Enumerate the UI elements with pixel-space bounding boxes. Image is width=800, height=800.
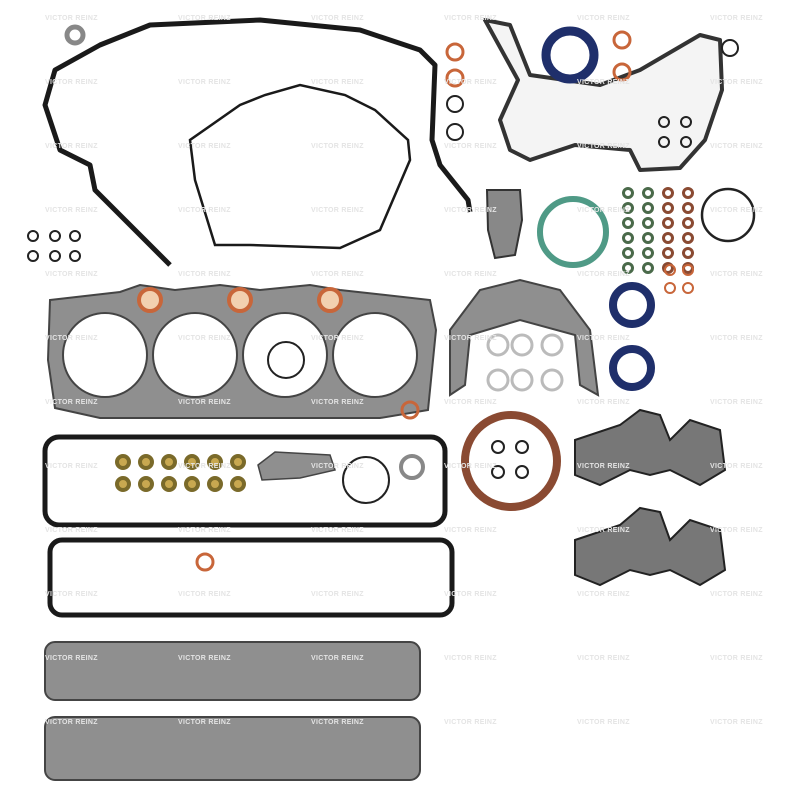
cylinder-bore [242,312,328,398]
seal-ring [486,333,510,357]
valve-stem-seal [138,476,154,492]
timing-cover-seal-strip [42,17,473,267]
oil-passage-ring [137,287,163,313]
o-ring [446,95,464,113]
copper-washer-small [664,282,676,294]
cylinder-bore [332,312,418,398]
copper-washer [195,552,215,572]
o-ring-small [680,136,692,148]
o-ring [721,39,739,57]
valve-stem-seal [682,232,694,244]
valve-stem-seal [115,454,131,470]
valve-stem-seal [622,262,634,274]
copper-washer-small [664,264,676,276]
copper-washer-small [682,282,694,294]
timing-cover-inner-wire [188,83,412,250]
oil-passage-ring [227,287,253,313]
egr-gasket [485,189,524,260]
seal-ring [540,333,564,357]
copper-washer [445,68,465,88]
head-gasket [46,283,438,419]
oil-pump-gasket [449,278,600,397]
valve-stem-seal [682,202,694,214]
valve-stem-seal [682,187,694,199]
valve-stem-seal [642,262,654,274]
valve-stem-seal [662,187,674,199]
rear-main-seal [461,411,561,511]
valve-stem-seal [662,217,674,229]
valve-stem-seal [161,476,177,492]
valve-cover-gasket-2 [47,537,455,618]
copper-washer [612,30,632,50]
valve-stem-seal [230,454,246,470]
valve-stem-seal [642,187,654,199]
valve-stem-seal [622,217,634,229]
o-ring-small [658,136,670,148]
valve-stem-seal [622,232,634,244]
copper-washer [445,42,465,62]
valve-stem-seal [662,202,674,214]
o-ring-small [27,230,39,242]
camshaft-seal-1 [609,282,655,328]
valve-stem-seal [642,247,654,259]
seal-ring [510,368,534,392]
o-ring-small [69,230,81,242]
valve-stem-seal [161,454,177,470]
o-ring-small [69,250,81,262]
valve-stem-seal [207,476,223,492]
cylinder-bore [62,312,148,398]
intake-manifold-gasket-1 [44,641,421,701]
o-ring-small [680,116,692,128]
valve-stem-seal [622,202,634,214]
exhaust-manifold-gasket-1 [574,408,727,487]
small-ring-top-left [64,24,86,46]
valve-stem-seal [682,247,694,259]
seal-ring [486,368,510,392]
o-ring [446,123,464,141]
seal-ring [540,368,564,392]
front-oil-seal [541,26,599,84]
o-ring-small [491,465,505,479]
o-ring-small [49,230,61,242]
green-ring-gasket [537,196,609,268]
o-ring-small [27,250,39,262]
valve-stem-seal [230,476,246,492]
o-ring-small [515,440,529,454]
o-ring-small [515,465,529,479]
large-o-ring [700,187,756,243]
camshaft-seal-2 [609,345,655,391]
valve-stem-seal [138,454,154,470]
valve-stem-seal [662,232,674,244]
spark-plug-tube-seal [342,456,390,504]
valve-stem-seal [642,217,654,229]
seal-ring [510,333,534,357]
copper-washer-small [682,264,694,276]
valve-stem-seal [184,454,200,470]
cylinder-bore [152,312,238,398]
valve-cover-gasket-1 [42,434,448,528]
intake-manifold-gasket-2 [44,716,421,781]
valve-stem-seal [662,262,674,274]
grommet [399,454,425,480]
oil-passage-ring [317,287,343,313]
throttle-gasket [257,451,336,481]
valve-stem-seal [642,202,654,214]
valve-stem-seal [622,187,634,199]
copper-washer [612,62,632,82]
valve-stem-seal [642,232,654,244]
valve-stem-seal [115,476,131,492]
exhaust-manifold-gasket-2 [574,506,727,587]
valve-stem-seal [682,217,694,229]
valve-stem-seal [622,247,634,259]
timing-cover-gasket [483,18,724,172]
valve-stem-seal [207,454,223,470]
o-ring-large [267,341,305,379]
valve-stem-seal [662,247,674,259]
o-ring-small [49,250,61,262]
valve-stem-seal [184,476,200,492]
o-ring-small [658,116,670,128]
copper-washer [400,400,420,420]
o-ring-small [491,440,505,454]
